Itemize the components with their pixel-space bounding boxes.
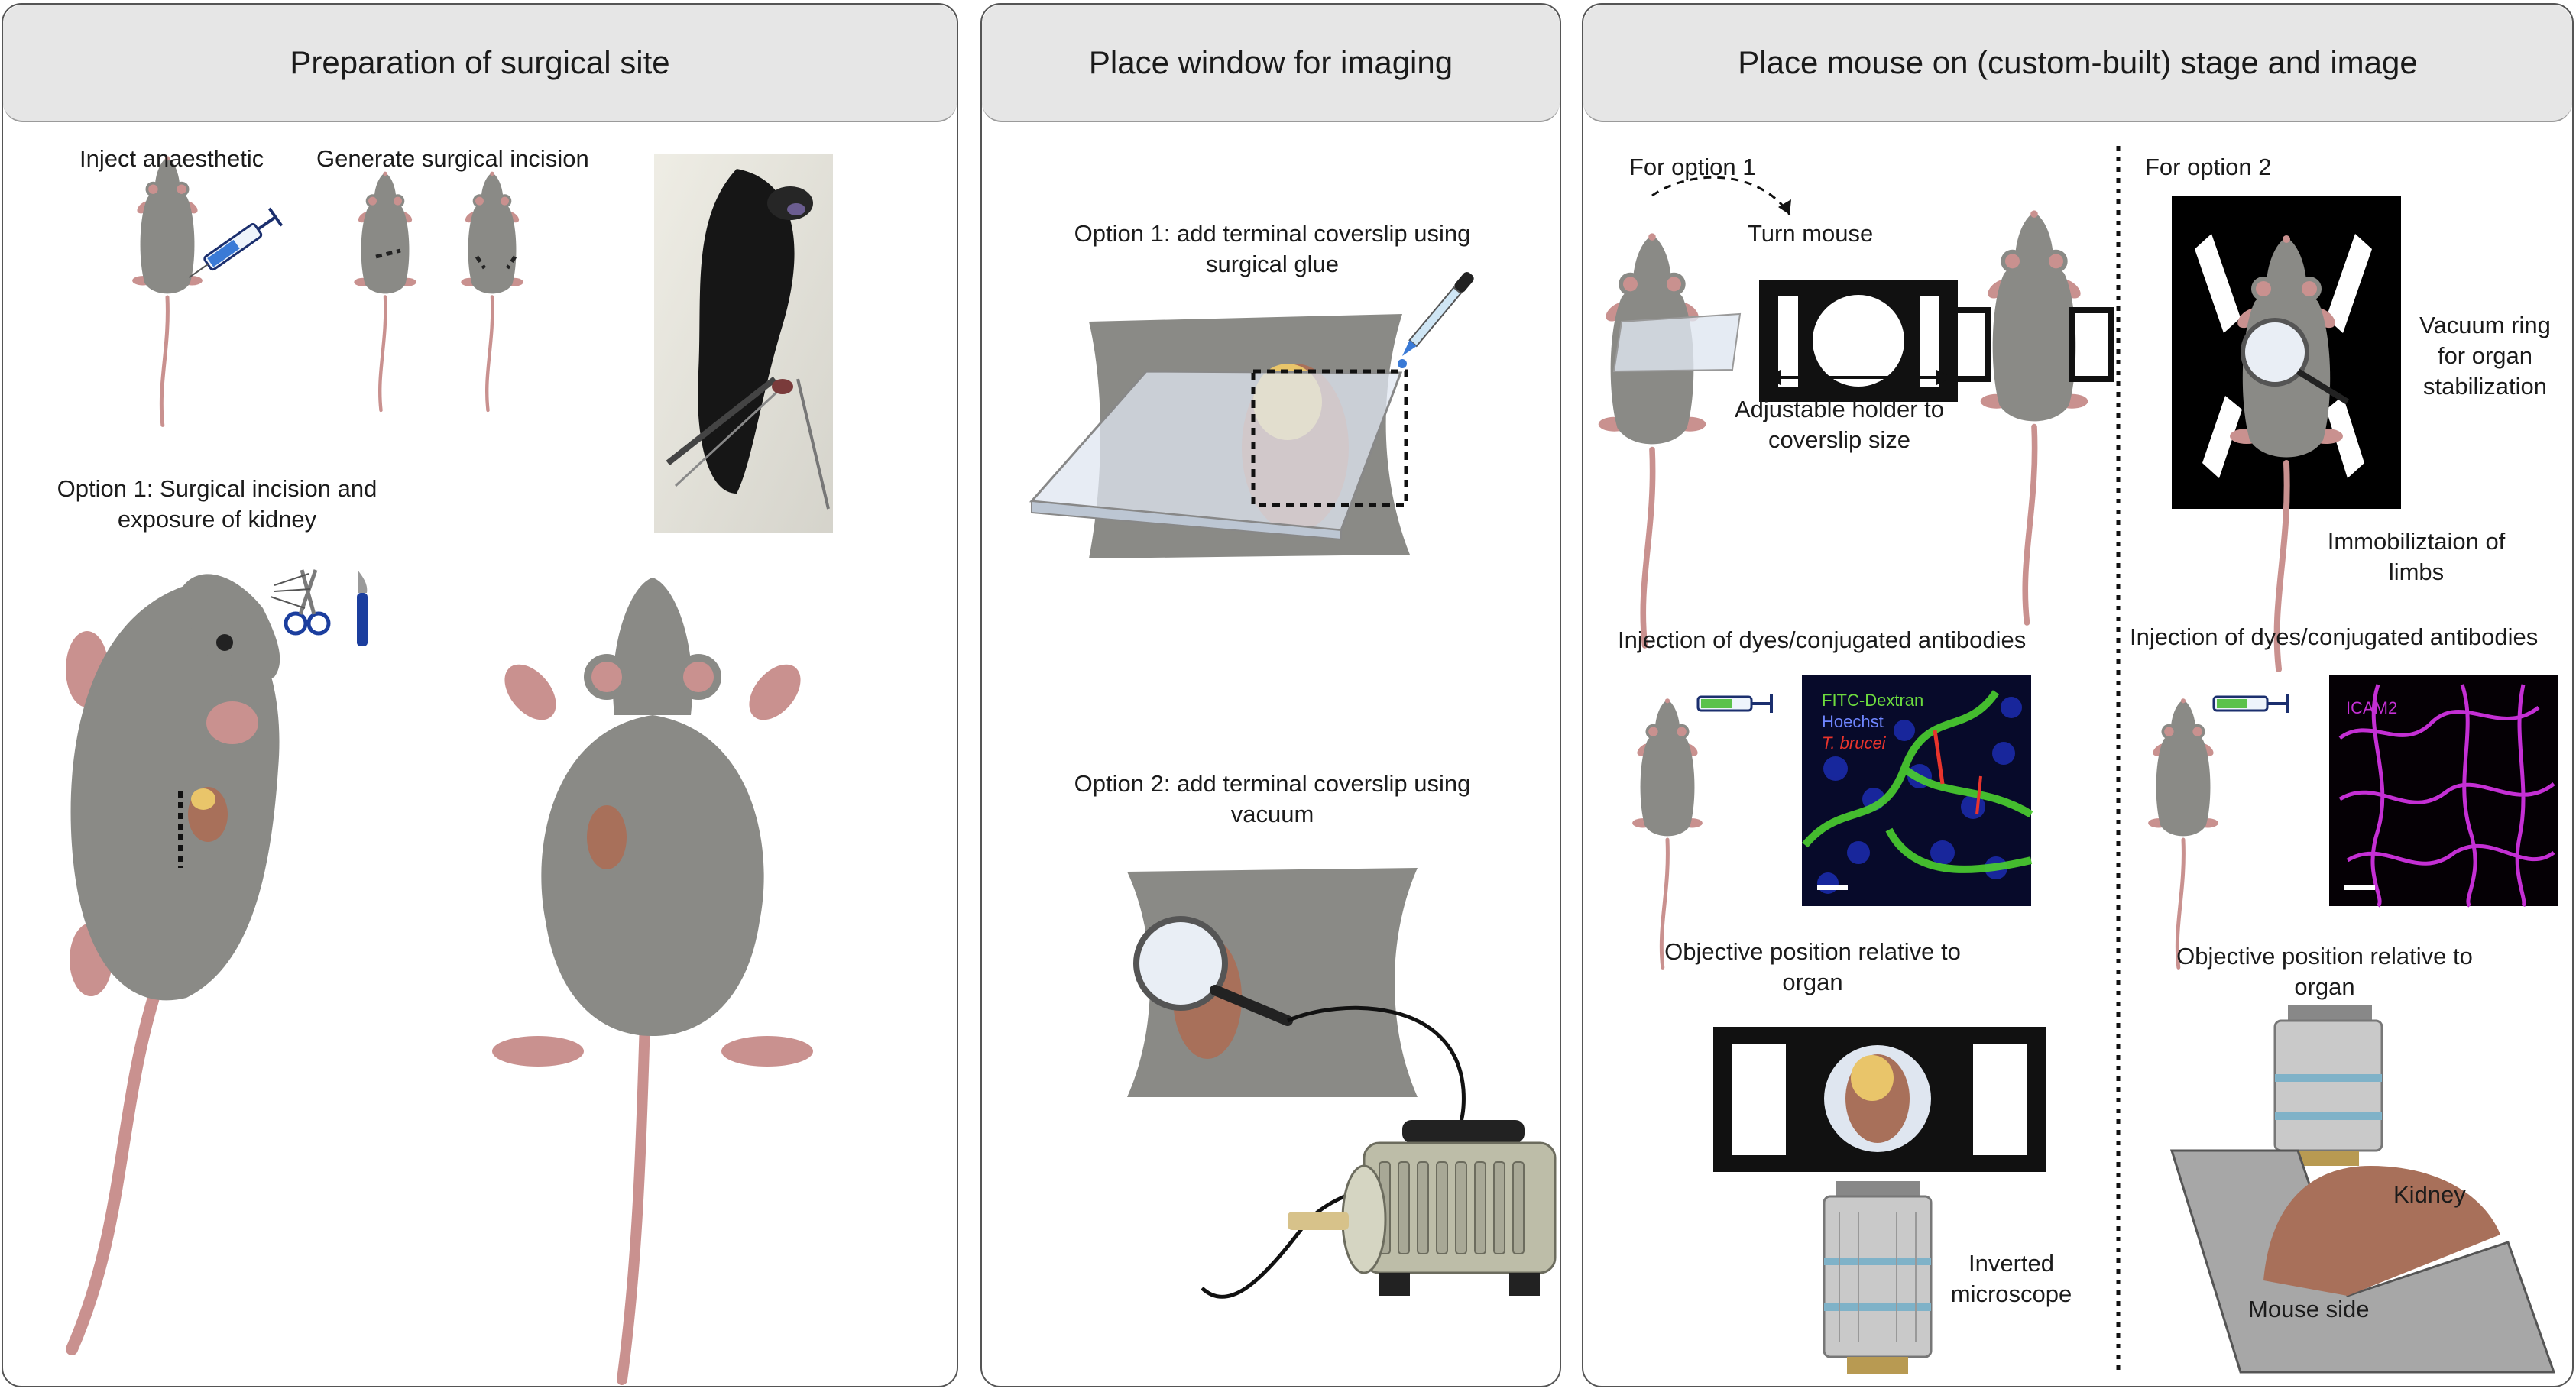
- dropper-icon: [1402, 272, 1474, 356]
- panel-preparation-art: [66, 5, 833, 1385]
- label-adjustable-holder: Adjustable holder to coverslip size: [1734, 396, 1945, 453]
- panel-preparation: Preparation of surgical site: [2, 3, 958, 1387]
- panel-title: Place window for imaging: [982, 5, 1560, 122]
- label-for-option1: For option 1: [1629, 154, 1756, 180]
- label-option1-glue: Option 1: add terminal coverslip using s…: [1074, 220, 1471, 277]
- label-inverted-microscope: Inverted microscope: [1950, 1250, 2072, 1307]
- micrograph-label-fitc: FITC-Dextran: [1822, 691, 1924, 710]
- label-mouse-side: Mouse side: [2248, 1296, 2370, 1322]
- micrograph-label-brucei: T. brucei: [1822, 733, 1886, 753]
- holder-icon: [1759, 280, 1958, 402]
- micrograph-fitc: [1802, 675, 2033, 906]
- label-vacuum-ring: Vacuum ring for organ stabilization: [2419, 312, 2551, 400]
- vacuum-board: [2172, 196, 2401, 669]
- micrograph-label-hoechst: Hoechst: [1822, 712, 1884, 731]
- mouse-exposed-kidney: [66, 573, 311, 1355]
- mouse-inject: [132, 156, 203, 425]
- panel-window-art: [1029, 272, 1557, 1299]
- magnifier-icon: [1133, 916, 1293, 1026]
- label-option1-incision: Option 1: Surgical incision and exposure…: [57, 475, 377, 533]
- label-objective-left: Objective position relative to organ: [1664, 938, 1961, 995]
- panel-stage-art: [1583, 146, 2558, 1374]
- label-generate-incision: Generate surgical incision: [316, 145, 589, 172]
- panel-title: Preparation of surgical site: [3, 5, 957, 122]
- micrograph-icam2: [2329, 675, 2558, 908]
- objective-lens-icon: [1823, 1181, 1933, 1374]
- panel-stage: Place mouse on (custom-built) stage and …: [1582, 3, 2574, 1387]
- label-option2-vacuum: Option 2: add terminal coverslip using v…: [1074, 770, 1471, 827]
- label-for-option2: For option 2: [2145, 154, 2272, 180]
- mouse-incision-side: [354, 172, 416, 410]
- mouse-back-wound: [492, 578, 813, 1385]
- syringe-icon: [188, 207, 284, 279]
- micrograph-label-icam2: ICAM2: [2346, 698, 2398, 717]
- vacuum-pump-icon: [1288, 1120, 1557, 1296]
- stage-holder: [1713, 1027, 2046, 1172]
- label-inject-anaesthetic: Inject anaesthetic: [79, 145, 264, 172]
- mouse-side-stage: [2169, 1149, 2556, 1374]
- label-immobilization: Immobiliztaion of limbs: [2327, 528, 2506, 585]
- label-kidney: Kidney: [2393, 1181, 2466, 1208]
- panel-window: Place window for imaging: [980, 3, 1561, 1387]
- photo-mouse-surgery: [654, 154, 833, 533]
- label-turn-mouse: Turn mouse: [1748, 220, 1874, 247]
- label-objective-right: Objective position relative to organ: [2176, 943, 2473, 1000]
- panel-title: Place mouse on (custom-built) stage and …: [1583, 5, 2572, 122]
- scalpel-icon: [357, 570, 368, 646]
- label-injection-right: Injection of dyes/conjugated antibodies: [2130, 623, 2539, 650]
- objective-lens-icon: [2273, 1005, 2383, 1166]
- label-injection-left: Injection of dyes/conjugated antibodies: [1618, 626, 2027, 653]
- mouse-incision-back: [461, 172, 523, 410]
